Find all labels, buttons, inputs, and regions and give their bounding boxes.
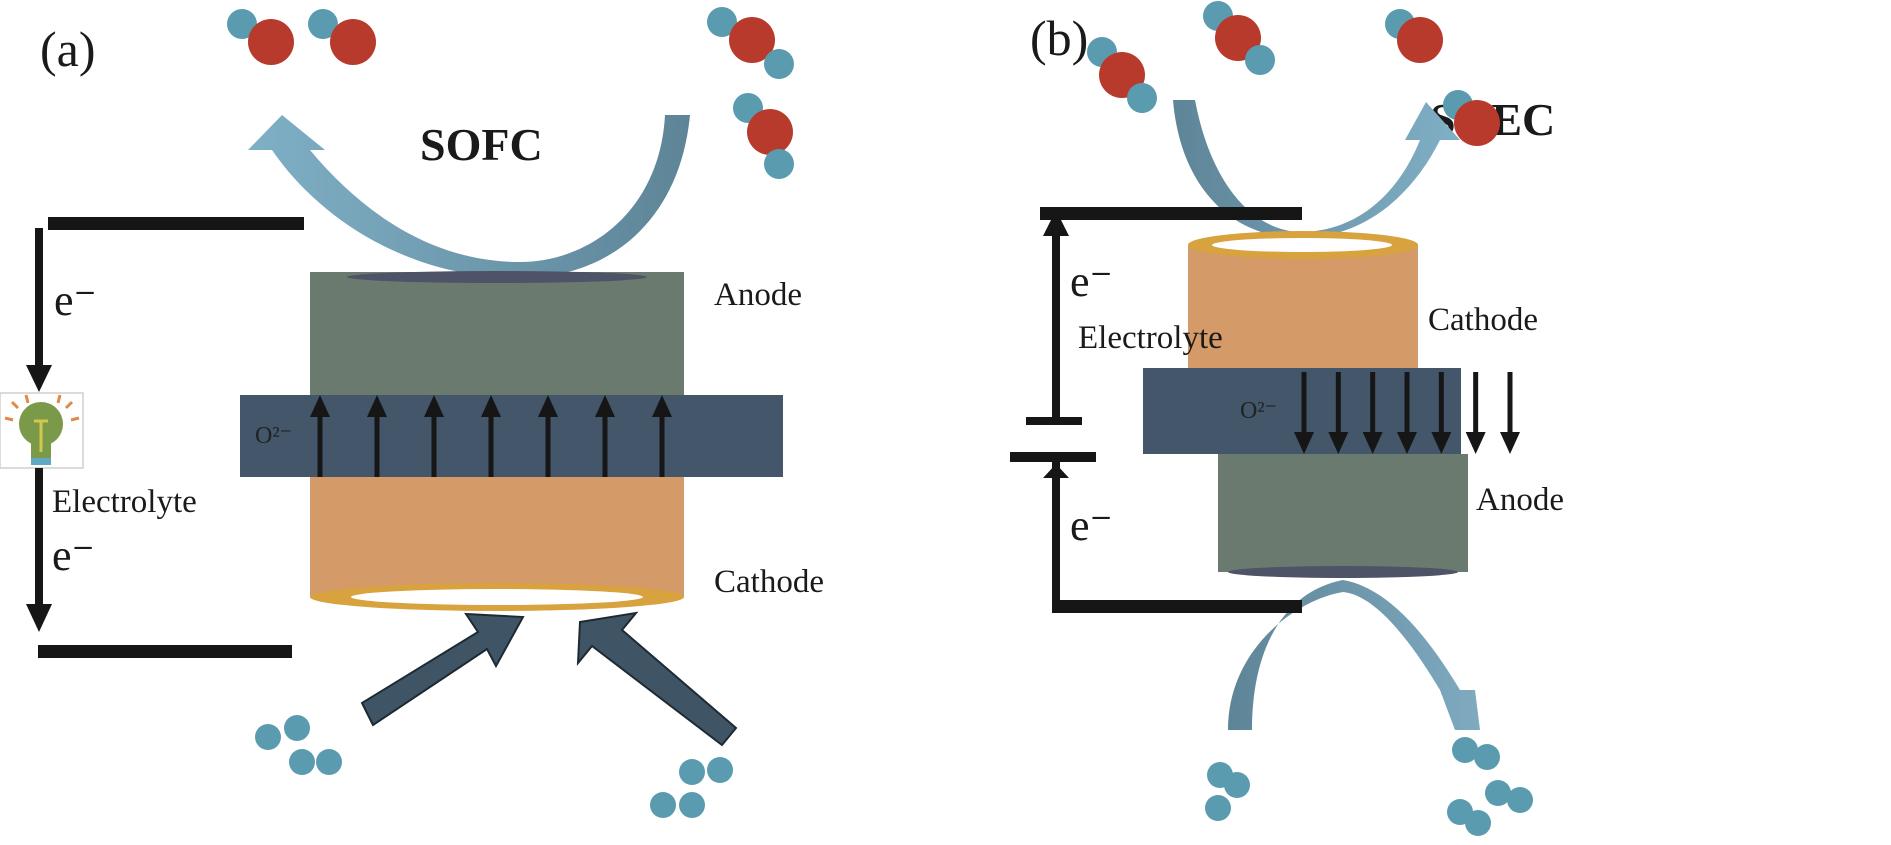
molecule-icon — [733, 93, 794, 179]
ion-arrow-icon — [424, 395, 444, 477]
molecule-icon — [308, 9, 376, 65]
molecule-icon — [707, 7, 794, 79]
electrolyte-label: Electrolyte — [1078, 320, 1223, 356]
ion-arrow-icon — [1397, 372, 1417, 454]
light-bulb-icon — [0, 392, 84, 469]
molecule-icon — [255, 715, 342, 775]
wire — [1052, 462, 1060, 608]
oxide-ion-label: O²⁻ — [1240, 398, 1277, 424]
feed-arrow-icon — [360, 612, 525, 727]
molecule-icon — [1087, 37, 1157, 113]
cathode-label: Cathode — [1428, 302, 1538, 338]
power-source-icon — [1010, 417, 1096, 462]
wire — [48, 217, 304, 230]
wire — [1052, 600, 1302, 613]
anode-layer — [1218, 454, 1468, 572]
feed-arrow-icon — [576, 611, 738, 747]
molecule-icon — [1447, 737, 1533, 836]
electron-label-top: e⁻ — [1070, 257, 1113, 306]
flow-arrow-icon — [1173, 100, 1460, 238]
panel-a-label: (a) — [40, 21, 96, 77]
ion-arrow-icon — [1465, 372, 1486, 454]
ion-arrow-icon — [1362, 372, 1383, 454]
ion-arrow-icon — [481, 395, 501, 477]
ion-arrow-icon — [310, 395, 330, 477]
ion-arrow-icon — [538, 395, 558, 477]
ion-arrows-up — [310, 395, 672, 477]
cathode-label: Cathode — [714, 564, 824, 600]
wire — [38, 645, 292, 658]
electrolyte-label: Electrolyte — [52, 484, 197, 520]
electron-arrow-icon — [1043, 210, 1069, 236]
flow-arrow-icon — [1228, 580, 1480, 730]
molecule-icon — [1385, 9, 1443, 63]
wire — [1052, 218, 1060, 422]
molecule-icon — [650, 757, 733, 818]
panel-a-title: SOFC — [420, 119, 543, 170]
panel-b-soec: (b) SOEC Cathode O²⁻ — [1010, 1, 1564, 836]
molecule-icon — [227, 9, 294, 65]
electron-label-bottom: e⁻ — [52, 531, 95, 580]
ion-arrow-icon — [652, 395, 672, 477]
anode-label: Anode — [714, 277, 802, 313]
ion-arrow-icon — [1500, 372, 1520, 454]
ion-arrows-down — [1294, 372, 1520, 454]
wire — [35, 228, 43, 380]
electron-arrow-icon — [26, 604, 52, 632]
oxide-ion-label: O²⁻ — [255, 423, 292, 449]
electron-arrow-icon — [26, 365, 52, 392]
cathode-layer — [310, 477, 684, 597]
panel-a-sofc: (a) SOFC Anode O²⁻ — [0, 7, 824, 818]
ion-arrow-icon — [1294, 372, 1314, 454]
electron-arrow-icon — [1043, 464, 1069, 478]
panel-b-label: (b) — [1030, 10, 1088, 66]
ion-arrow-icon — [1431, 372, 1452, 454]
electron-label-bottom: e⁻ — [1070, 501, 1113, 550]
anode-layer — [310, 272, 684, 402]
ion-arrow-icon — [595, 395, 615, 477]
wire — [1040, 207, 1302, 220]
ion-arrow-icon — [367, 395, 387, 477]
molecule-icon — [1203, 1, 1275, 75]
flow-arrow-icon — [248, 115, 690, 278]
electrolyte-layer — [240, 395, 783, 477]
electron-label-top: e⁻ — [54, 276, 97, 325]
molecule-icon — [1205, 762, 1250, 821]
molecule-icon — [1443, 90, 1500, 146]
wire — [35, 468, 43, 608]
anode-label: Anode — [1476, 482, 1564, 518]
ion-arrow-icon — [1328, 372, 1349, 454]
